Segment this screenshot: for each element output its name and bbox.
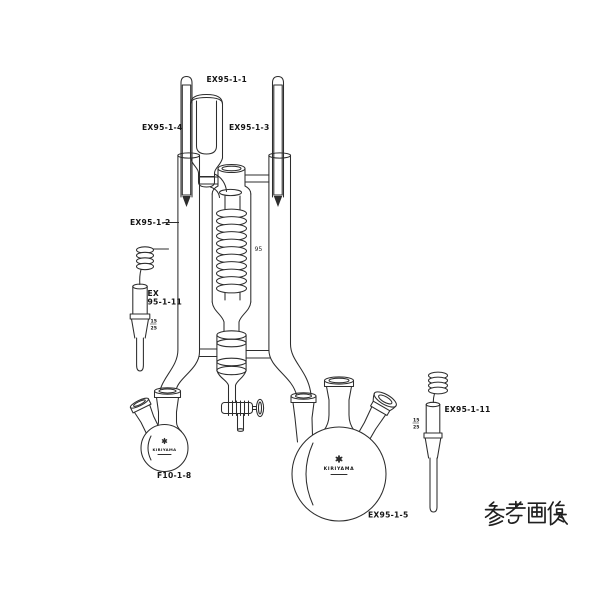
coil-condenser bbox=[207, 163, 263, 333]
kanji-san bbox=[484, 501, 505, 527]
upper-cylinder bbox=[189, 93, 235, 199]
right-gauge-tube bbox=[271, 75, 285, 207]
joint-size-numerator: 15 bbox=[413, 418, 419, 424]
label-ex95-1-11-left-line1: EX bbox=[148, 289, 160, 298]
kiriyama-flower-icon bbox=[335, 455, 343, 463]
joint-size-denominator: 25 bbox=[151, 326, 157, 332]
lower-chamber bbox=[198, 330, 272, 404]
kanji-kou bbox=[505, 500, 526, 524]
caption-text: 参考画像 bbox=[484, 504, 576, 530]
joint-size-numerator: 15 bbox=[151, 319, 157, 325]
stoppered-neck bbox=[353, 391, 397, 447]
apparatus-drawing bbox=[129, 75, 449, 522]
part-labels: EX95-1-1 EX95-1-4 EX95-1-3 EX95-1-2 95 E… bbox=[130, 75, 491, 520]
label-ex95-1-11-left-line2: 95-1-11 bbox=[148, 298, 182, 307]
label-ex95-1-1: EX95-1-1 bbox=[207, 75, 247, 84]
label-ex95-1-11-right: EX95-1-11 bbox=[445, 405, 491, 414]
small-flask bbox=[129, 387, 189, 473]
label-f10-1-8: F10-1-8 bbox=[157, 471, 191, 480]
label-ex95-1-2: EX95-1-2 bbox=[130, 218, 170, 227]
left-jacket-tube bbox=[159, 152, 201, 390]
caption-glyphs bbox=[484, 500, 568, 527]
kanji-zou bbox=[547, 500, 568, 526]
label-ex95-1-5: EX95-1-5 bbox=[368, 511, 408, 520]
joint-size-denominator: 25 bbox=[413, 425, 419, 431]
kiriyama-brand-text: KIRIYAMA bbox=[324, 466, 355, 472]
right-accessory bbox=[423, 371, 449, 513]
label-95: 95 bbox=[255, 246, 263, 253]
large-flask bbox=[290, 376, 397, 522]
stopcock bbox=[220, 398, 265, 432]
kanji-ga bbox=[527, 502, 547, 524]
left-accessory bbox=[129, 246, 170, 372]
label-ex95-1-3: EX95-1-3 bbox=[229, 123, 269, 132]
kiriyama-brand-text: KIRIYAMA bbox=[153, 447, 177, 452]
right-jacket-tube bbox=[268, 152, 312, 396]
label-ex95-1-4: EX95-1-4 bbox=[142, 123, 182, 132]
kiriyama-flower-icon bbox=[161, 437, 168, 445]
